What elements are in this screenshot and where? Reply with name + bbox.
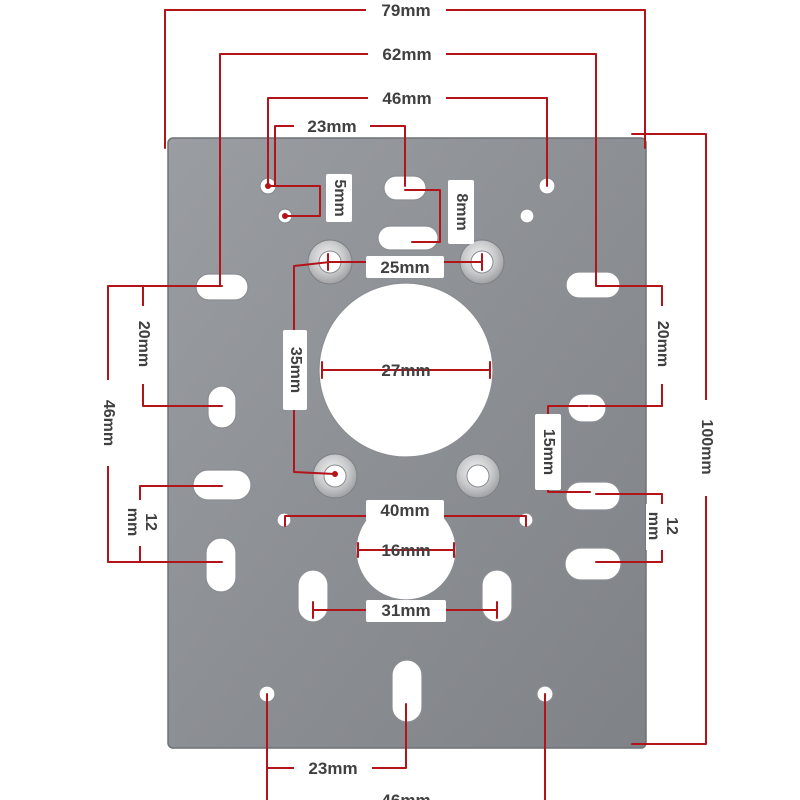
label-right-15: 15mm	[540, 429, 557, 475]
label-left-12: 12mm	[124, 508, 159, 536]
label-46-top: 46mm	[382, 89, 431, 108]
label-8: 8mm	[453, 193, 470, 230]
washer-bottom-right	[455, 453, 501, 499]
label-5: 5mm	[331, 179, 348, 216]
dimension-labels: 79mm 62mm 46mm 23mm 5mm 8mm 25mm 35mm 27…	[95, 0, 719, 800]
label-16: 16mm	[381, 541, 430, 560]
label-bottom-46: 46mm	[381, 791, 430, 800]
label-31: 31mm	[381, 601, 430, 620]
label-right-12: 12mm	[645, 512, 680, 540]
right-slot-2	[567, 393, 607, 423]
right-slot-4	[564, 547, 622, 581]
label-left-20: 20mm	[135, 321, 152, 367]
label-27: 27mm	[381, 361, 430, 380]
label-left-46: 46mm	[100, 400, 117, 446]
label-23-top: 23mm	[307, 117, 356, 136]
label-bottom-23: 23mm	[308, 759, 357, 778]
label-79: 79mm	[381, 1, 430, 20]
left-slot-4	[205, 537, 237, 593]
top-right-small-hole	[519, 208, 535, 224]
right-slot-3	[565, 481, 621, 511]
label-35: 35mm	[287, 347, 304, 393]
upper-center-slot	[377, 225, 439, 251]
label-40: 40mm	[380, 501, 429, 520]
label-100: 100mm	[698, 419, 715, 474]
label-right-20: 20mm	[654, 321, 671, 367]
label-62: 62mm	[382, 45, 431, 64]
dim-line-8	[404, 189, 441, 243]
dim-line-5	[267, 185, 321, 217]
label-25: 25mm	[380, 258, 429, 277]
